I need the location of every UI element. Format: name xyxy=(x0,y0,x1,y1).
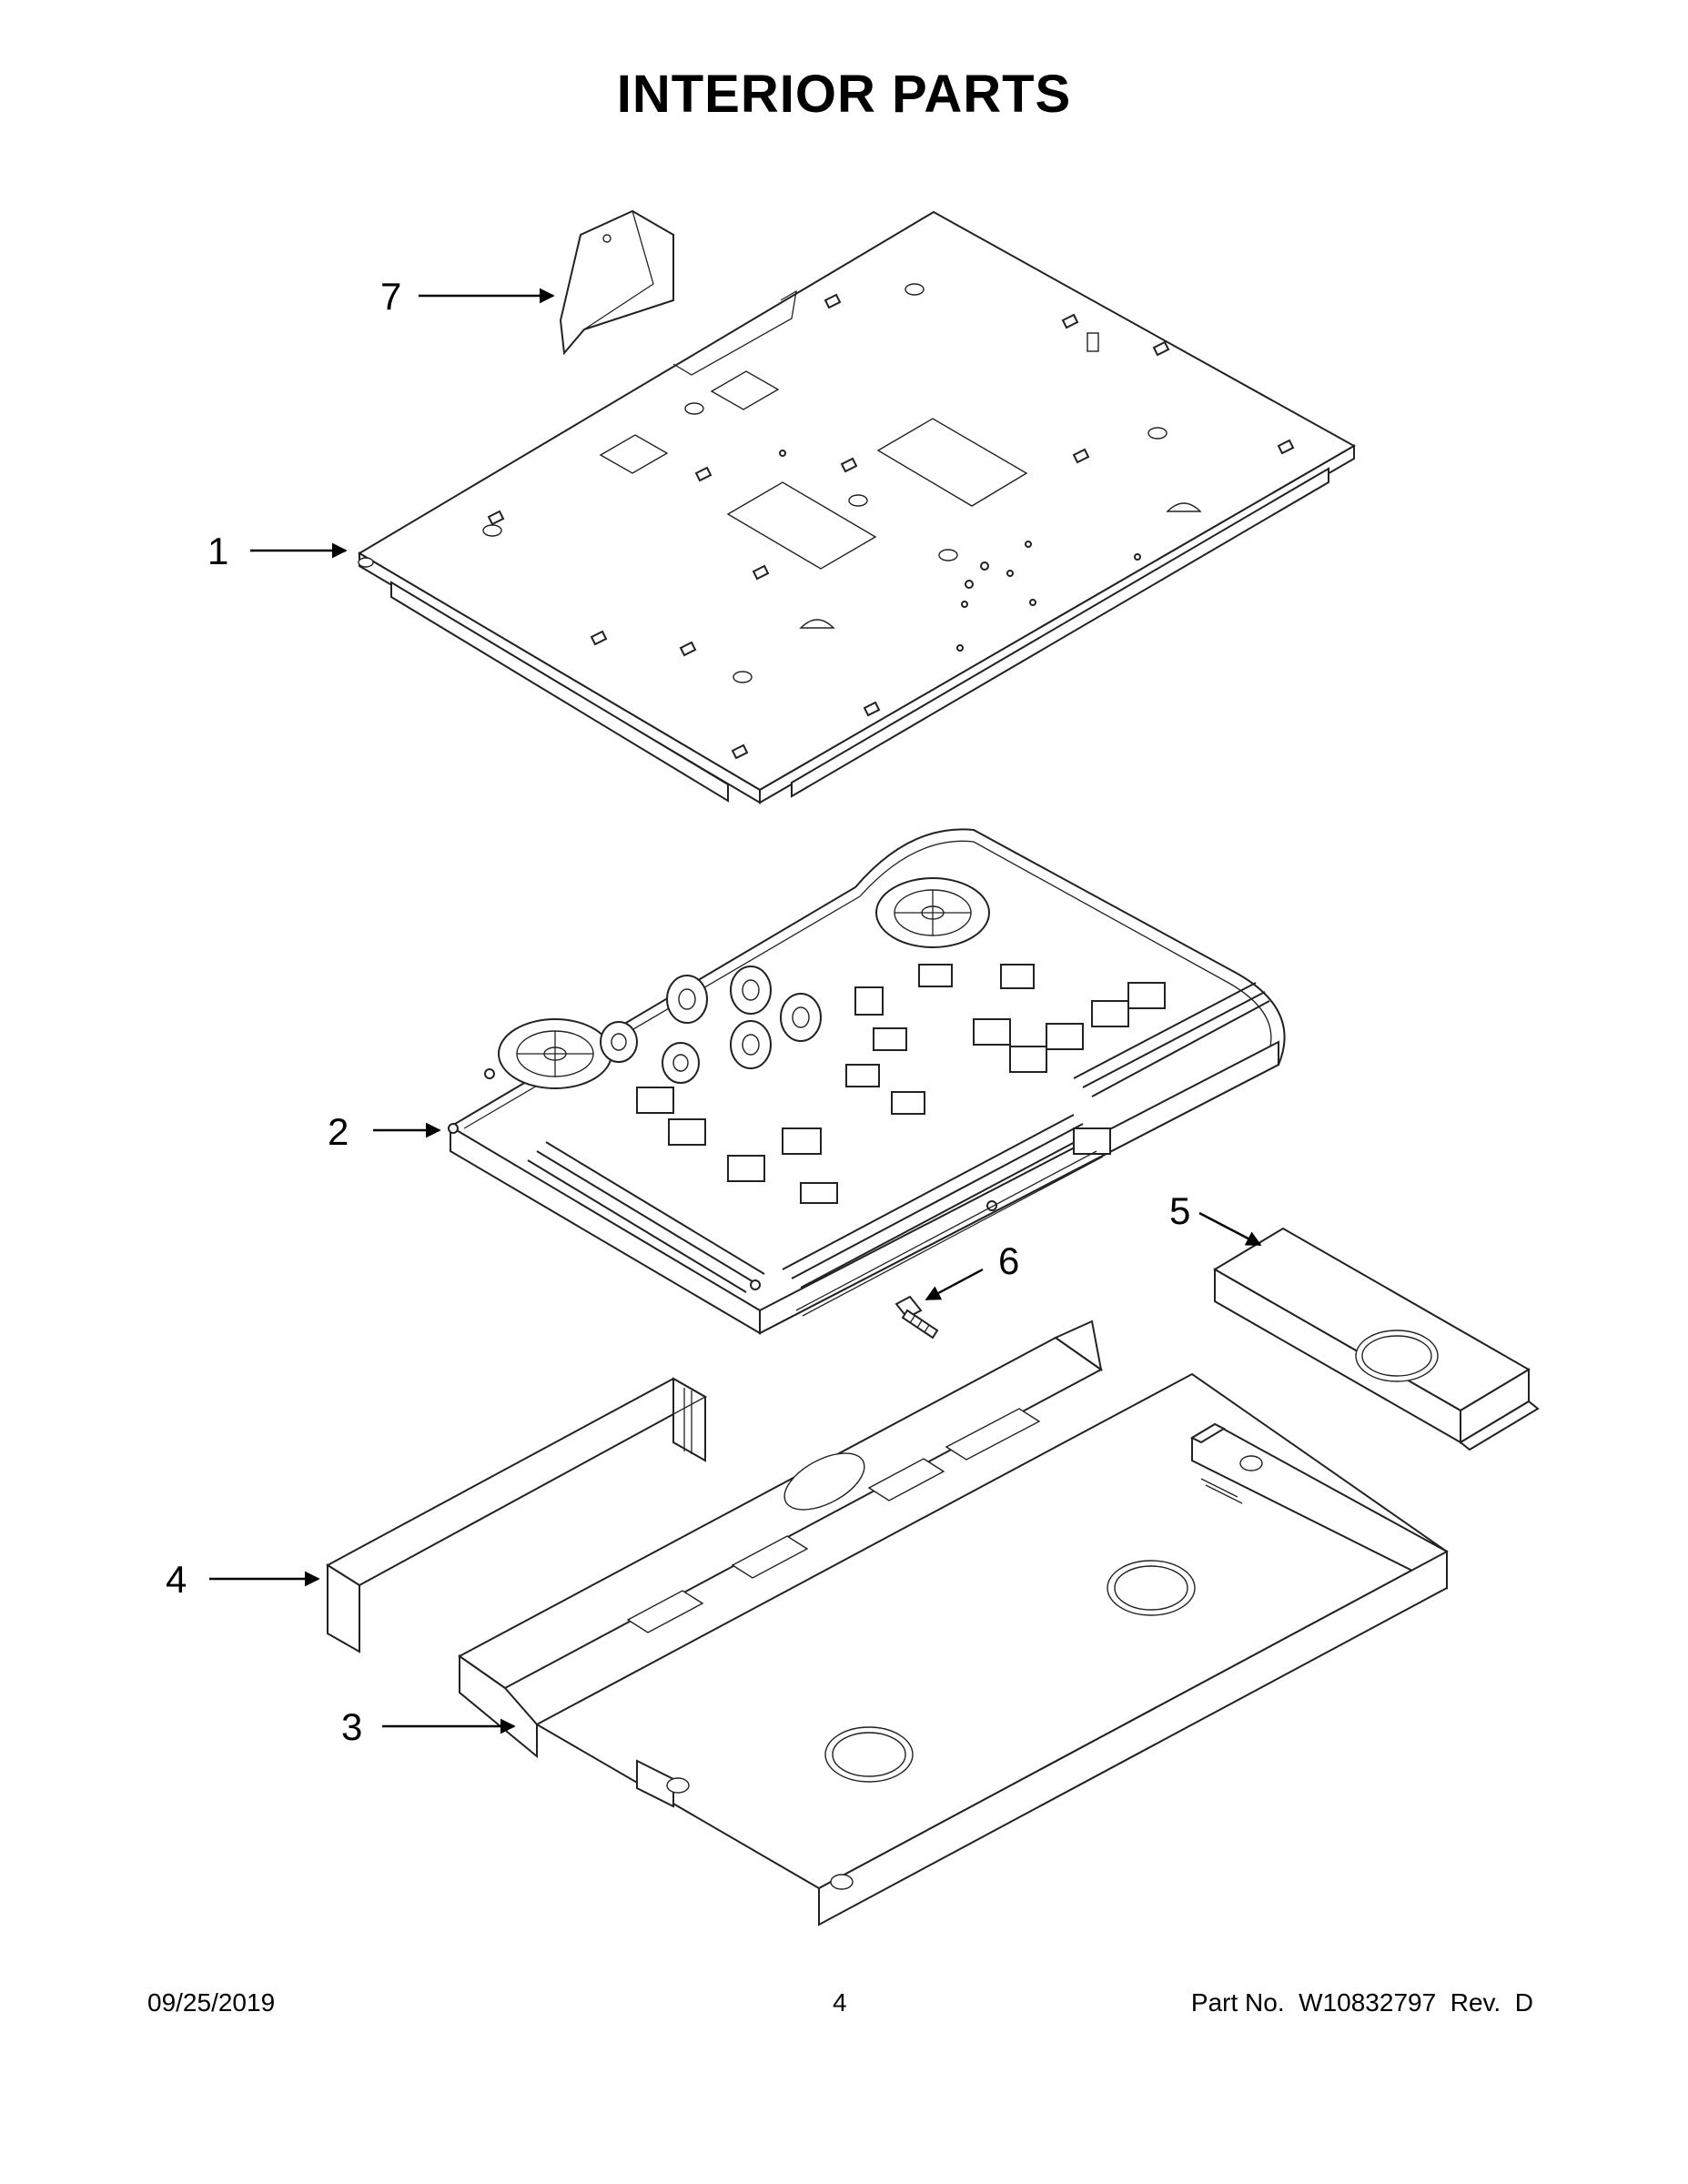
callout-5: 5 xyxy=(1169,1189,1190,1232)
part-5-cover xyxy=(1213,1227,1540,1451)
callout-leaders xyxy=(209,288,1262,1734)
footer-part-number: Part No. W10832797 Rev. D xyxy=(1190,1988,1533,2017)
callout-1: 1 xyxy=(207,530,228,572)
page-title: INTERIOR PARTS xyxy=(616,65,1072,124)
callout-7: 7 xyxy=(380,275,401,318)
footer-page-number: 4 xyxy=(833,1988,847,2017)
leader-6 xyxy=(925,1268,984,1301)
part-2-induction-board-assembly xyxy=(448,828,1286,1335)
part-6-screw xyxy=(895,1295,939,1340)
footer-date: 09/25/2019 xyxy=(147,1988,276,2017)
callout-2: 2 xyxy=(328,1110,349,1153)
callout-4: 4 xyxy=(166,1558,187,1601)
part-1-chassis-plate xyxy=(358,210,1357,804)
callout-6: 6 xyxy=(998,1239,1019,1282)
part-3-bottom-plate xyxy=(458,1320,1449,1926)
part-4-side-strip xyxy=(326,1377,708,1653)
part-7-bracket xyxy=(559,209,674,356)
callout-3: 3 xyxy=(341,1705,362,1748)
leader-5 xyxy=(1198,1211,1262,1247)
callout-numbers: 7 1 2 5 6 4 3 xyxy=(166,275,1190,1748)
